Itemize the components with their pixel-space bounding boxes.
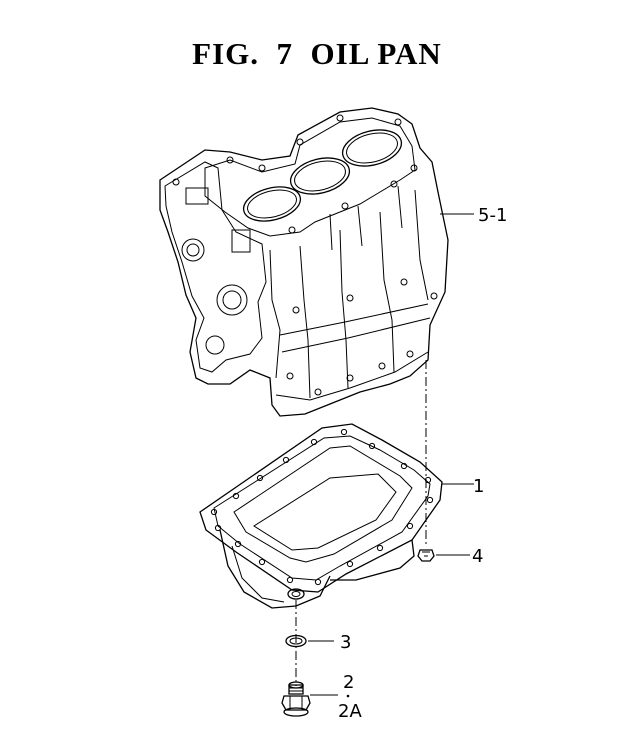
callout-label-2: 2 (343, 672, 354, 693)
callout-label-1: 1 (473, 476, 484, 497)
drain-gasket (285, 634, 307, 648)
callout-separator-dot (346, 694, 350, 698)
oil-pan (199, 423, 443, 609)
callout-label-3: 3 (340, 632, 351, 653)
figure-title: FIG. 7 OIL PAN (192, 36, 442, 71)
cylinder-block (159, 107, 449, 417)
callout-label-2a: 2A (338, 701, 362, 722)
callout-label-5-1: 5-1 (478, 205, 507, 226)
flange-bolt (417, 549, 435, 562)
drain-plug (281, 681, 311, 717)
callout-label-4: 4 (472, 546, 483, 567)
